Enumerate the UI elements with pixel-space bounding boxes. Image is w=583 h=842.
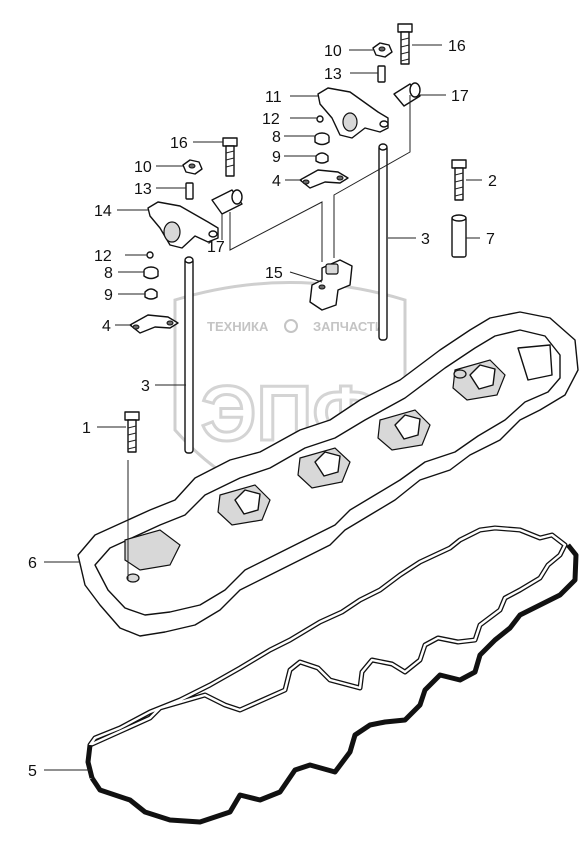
bolt-rocker-top — [397, 23, 413, 65]
watermark-right-text: ЗАПЧАСТИ — [313, 319, 384, 334]
ball-left — [146, 251, 154, 259]
valve-bridge-top — [299, 169, 349, 189]
rocker-arm-left — [147, 201, 219, 249]
callout-6: 6 — [28, 555, 37, 572]
callout-12-left: 12 — [94, 248, 112, 265]
callout-15: 15 — [265, 265, 283, 282]
callout-9-top: 9 — [272, 149, 281, 166]
spring-seat-left — [144, 288, 158, 300]
callout-9-left: 9 — [104, 287, 113, 304]
valve-cover — [77, 311, 579, 637]
bolt-right — [451, 159, 467, 201]
callout-13-left: 13 — [134, 181, 152, 198]
callout-11: 11 — [265, 89, 282, 106]
push-rod-left — [184, 256, 194, 454]
ball-top — [316, 115, 324, 123]
callout-labels: 1 2 3 3 4 4 5 6 7 8 8 9 9 10 10 11 12 12… — [28, 38, 497, 780]
nut-left — [182, 159, 203, 175]
callout-17-left: 17 — [207, 239, 225, 256]
rocker-support-bracket — [309, 259, 353, 311]
callout-7: 7 — [486, 231, 495, 248]
leader-lines — [44, 44, 482, 771]
spring-seat-top — [315, 152, 329, 164]
assembly-line-left — [229, 201, 323, 262]
watermark-gear-icon — [284, 319, 298, 333]
callout-13-top: 13 — [324, 66, 342, 83]
assembly-line-top — [333, 95, 411, 258]
callout-2: 2 — [488, 173, 497, 190]
callout-8-top: 8 — [272, 129, 281, 146]
callout-4-left: 4 — [102, 318, 111, 335]
sleeve-tube — [451, 214, 467, 258]
callout-3-right: 3 — [421, 231, 430, 248]
rocker-arm-top — [317, 87, 389, 139]
callout-12-top: 12 — [262, 111, 280, 128]
bolt-left — [124, 411, 140, 453]
adjusting-screw-top — [377, 65, 386, 83]
valve-bridge-left — [129, 314, 179, 334]
callout-1: 1 — [82, 420, 91, 437]
push-rod-right — [378, 143, 388, 341]
valve-cover-gasket — [85, 525, 579, 825]
callout-10-top: 10 — [324, 43, 342, 60]
watermark-left-text: ТЕХНИКА — [207, 319, 269, 334]
callout-8-left: 8 — [104, 265, 113, 282]
callout-10-left: 10 — [134, 159, 152, 176]
bolt-rocker-left — [222, 137, 238, 177]
callout-4-top: 4 — [272, 173, 281, 190]
callout-3-left: 3 — [141, 378, 150, 395]
rocker-shaft-top — [393, 82, 421, 107]
callout-16-left: 16 — [170, 135, 188, 152]
callout-5: 5 — [28, 763, 37, 780]
callout-16-top: 16 — [448, 38, 466, 55]
nut-top — [372, 42, 393, 58]
adjusting-screw-left — [185, 182, 194, 200]
callout-17-top: 17 — [451, 88, 469, 105]
rocker-shaft-left — [211, 189, 243, 215]
callout-14: 14 — [94, 203, 112, 220]
cap-top — [314, 132, 330, 146]
cap-left — [143, 266, 159, 280]
